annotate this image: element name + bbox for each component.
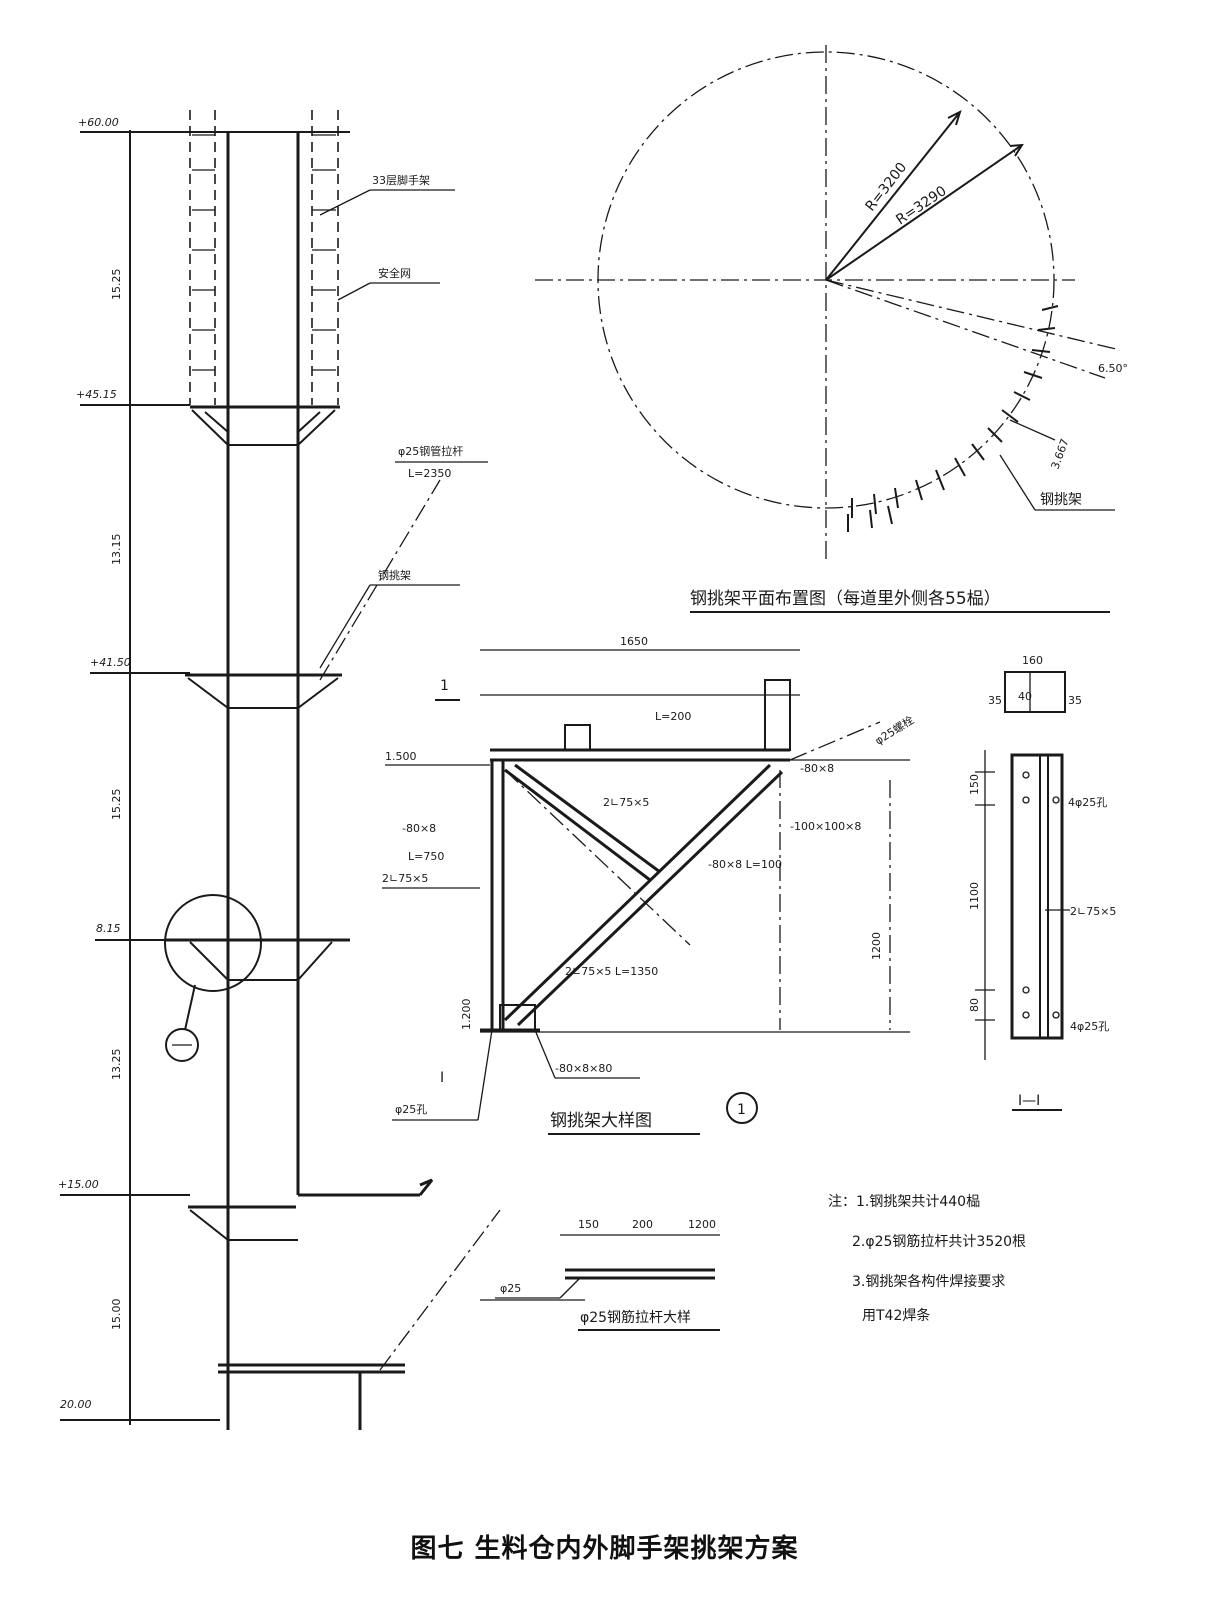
figure-caption: 图七 生料仓内外脚手架挑架方案	[410, 1534, 799, 1564]
angle-label: 6.50°	[1098, 362, 1128, 375]
scaffold-label: 33层脚手架	[372, 173, 430, 187]
plate-label: -80×8 L=100	[708, 858, 782, 871]
bracket-level-1	[190, 405, 340, 446]
bracket-level-4	[188, 1205, 298, 1241]
height-label: 1.200	[460, 999, 473, 1031]
notes: 注：1.钢挑架共计440榀 2.φ25钢筋拉杆共计3520根 3.钢挑架各构件焊…	[828, 1194, 1026, 1324]
span-label: 13.15	[110, 534, 123, 566]
tie-rod-length: L=2350	[408, 467, 451, 480]
pitch-label: 3.667	[1049, 437, 1072, 471]
bolt-label: φ25螺栓	[872, 713, 916, 748]
rod-title: φ25钢筋拉杆大样	[580, 1309, 691, 1326]
span-label: 13.25	[110, 1049, 123, 1081]
member-label: 2∟75×5	[603, 796, 649, 809]
level-label: 20.00	[60, 1398, 92, 1411]
rod-dim: 150	[578, 1218, 599, 1231]
section-holes-bottom: 4φ25孔	[1070, 1020, 1109, 1033]
level-label: +15.00	[58, 1178, 99, 1191]
section-dim: 35	[988, 694, 1002, 707]
level-label: +60.00	[78, 116, 119, 129]
rod-dim: 200	[632, 1218, 653, 1231]
bracket-detail: 1650 1 1200 2∟75×5 2∟75×5 L=1350 -80×8 L…	[382, 635, 916, 1135]
note-line: 用T42焊条	[862, 1307, 930, 1324]
member-label: 2∟75×5	[382, 872, 428, 885]
rod-label: φ25	[500, 1282, 521, 1295]
plate-label: -80×8	[800, 762, 834, 775]
radius-inner-label: R=3200	[863, 160, 911, 215]
section-member-label: 2∟75×5	[1070, 905, 1116, 918]
right-height-dim: 1200	[870, 932, 883, 960]
plate-label: -80×8×80	[555, 1062, 612, 1075]
detail-marker-bottom: Ⅰ	[440, 1070, 444, 1086]
span-label: 15.25	[110, 269, 123, 301]
plate-label: -100×100×8	[790, 820, 861, 833]
note-line: 3.钢挑架各构件焊接要求	[852, 1273, 1005, 1290]
note-line: 注：1.钢挑架共计440榀	[828, 1194, 980, 1210]
bracket-title: 钢挑架大样图	[550, 1111, 652, 1131]
plan-bracket-label: 钢挑架	[1040, 492, 1082, 508]
section-dim: 80	[968, 998, 981, 1012]
bracket-level-2	[185, 673, 342, 709]
section-width-dim: 160	[1022, 654, 1043, 667]
holes-label: 4φ25孔	[1068, 796, 1107, 809]
span-label: 15.00	[110, 1299, 123, 1331]
section-dim: 35	[1068, 694, 1082, 707]
member-label: 2∟75×5 L=1350	[565, 965, 658, 978]
elevation-view: +60.00 +45.15 +41.50 8.15 +15.00 20.00 1…	[58, 110, 585, 1430]
plan-title: 钢挑架平面布置图（每道里外侧各55榀）	[690, 589, 1001, 609]
section-dim: 40	[1018, 690, 1032, 703]
bracket-label: 钢挑架	[378, 568, 411, 582]
rod-dim: 1200	[688, 1218, 716, 1231]
section-view: 160 35 40 35 1100 150 80 4φ25孔 2∟75×5 4φ…	[968, 654, 1116, 1111]
plate-label: -80×8	[402, 822, 436, 835]
plan-view: R=3200 R=3290 6.50° 3.667	[535, 45, 1128, 613]
level-label: 8.15	[96, 922, 121, 935]
hole-label: φ25孔	[395, 1103, 427, 1116]
note-line: 2.φ25钢筋拉杆共计3520根	[852, 1233, 1026, 1250]
span-label: 15.25	[110, 789, 123, 821]
section-cut-marker: 1	[440, 678, 449, 694]
section-dim: 150	[968, 774, 981, 795]
safety-net-label: 安全网	[378, 266, 411, 280]
elev-label: 1.500	[385, 750, 417, 763]
section-height-dim: 1100	[968, 882, 981, 910]
length-label: L=750	[408, 850, 444, 863]
length-label: L=200	[655, 710, 691, 723]
tie-rod-label: φ25钢管拉杆	[398, 444, 463, 458]
radius-outer-label: R=3290	[893, 183, 949, 228]
bracket-ticks	[847, 305, 1059, 532]
scaffold-rungs	[192, 134, 336, 371]
bracket-level-3	[164, 894, 350, 1062]
section-label: Ⅰ—Ⅰ	[1018, 1093, 1040, 1109]
level-label: +41.50	[90, 656, 131, 669]
bracket-top-dim: 1650	[620, 635, 648, 648]
rod-detail: 150 200 1200 φ25 φ25钢筋拉杆大样	[495, 1218, 720, 1331]
level-label: +45.15	[76, 388, 117, 401]
detail-marker: 1	[737, 1102, 746, 1118]
